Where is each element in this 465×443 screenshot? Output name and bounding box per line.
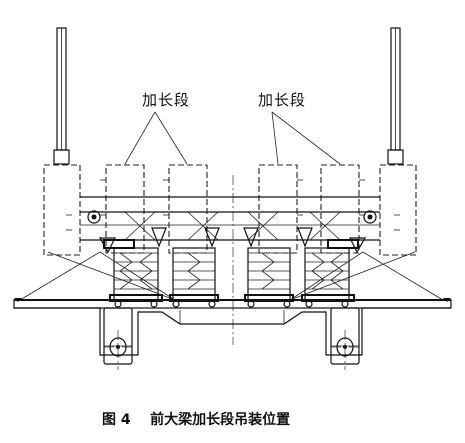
jack-stack-3 bbox=[244, 247, 294, 302]
end-anchors bbox=[14, 298, 451, 302]
leader-lines bbox=[124, 111, 341, 165]
dashed-columns bbox=[43, 164, 417, 256]
main-girder bbox=[13, 299, 452, 356]
lug-right bbox=[330, 307, 360, 370]
figure-caption: 图 4 前大梁加长段吊装位置 bbox=[102, 411, 290, 428]
mast-left bbox=[53, 27, 70, 165]
segment-label-right: 加长段 bbox=[258, 91, 306, 109]
lug-left bbox=[103, 307, 133, 370]
diagonal-braces bbox=[124, 211, 341, 241]
jack-stack-2 bbox=[169, 247, 219, 302]
mast-right bbox=[387, 27, 404, 165]
column-ticks bbox=[66, 179, 400, 231]
hook-circles bbox=[87, 210, 377, 224]
beam-structure bbox=[80, 175, 380, 345]
stay-cables bbox=[19, 251, 444, 301]
segment-label-left: 加长段 bbox=[142, 91, 190, 109]
